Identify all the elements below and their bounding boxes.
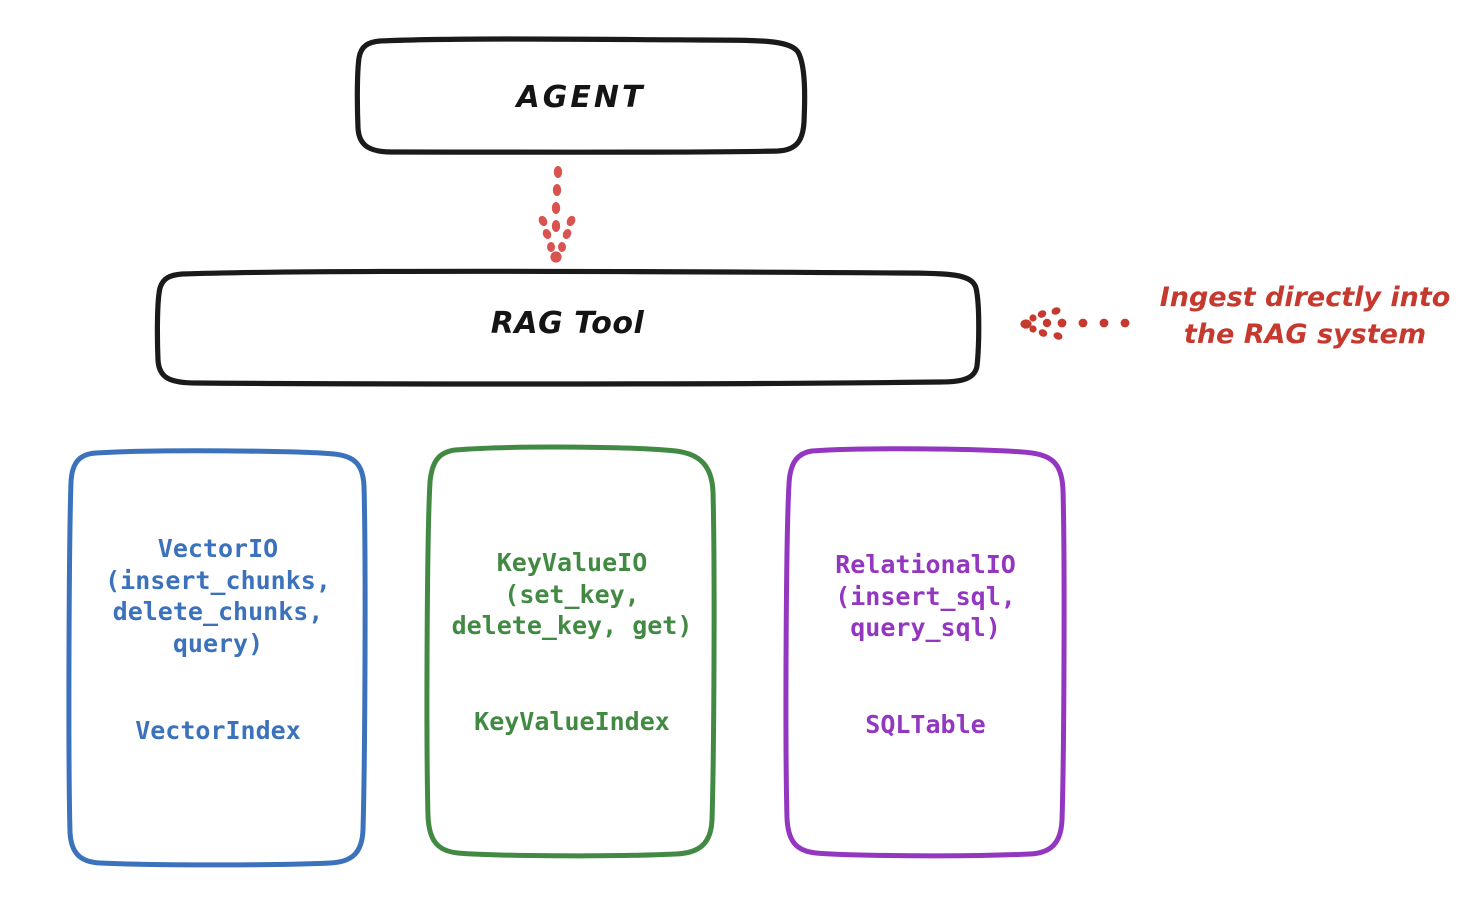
rag-tool-node-label: RAG Tool [490, 306, 645, 341]
relational-store-api-label: RelationalIO (insert_sql, query_sql) [835, 550, 1016, 642]
connector-ingest-arrow [1020, 307, 1130, 340]
relational-store-index-label: SQLTable [865, 710, 986, 739]
keyvalue-store-api-label: KeyValueIO (set_key, delete_key, get) [451, 548, 693, 640]
agent-node-label: AGENT [516, 80, 646, 115]
connector-agent-to-ragtool [538, 166, 576, 263]
node-relational-store[interactable] [783, 446, 1067, 859]
vector-store-index-label: VectorIndex [135, 716, 301, 745]
ingest-annotation-text: Ingest directly into the RAG system [1159, 282, 1451, 351]
node-keyvalue-store[interactable] [424, 444, 717, 859]
keyvalue-store-index-label: KeyValueIndex [474, 707, 670, 736]
vector-store-api-label: VectorIO (insert_chunks, delete_chunks, … [105, 534, 331, 658]
